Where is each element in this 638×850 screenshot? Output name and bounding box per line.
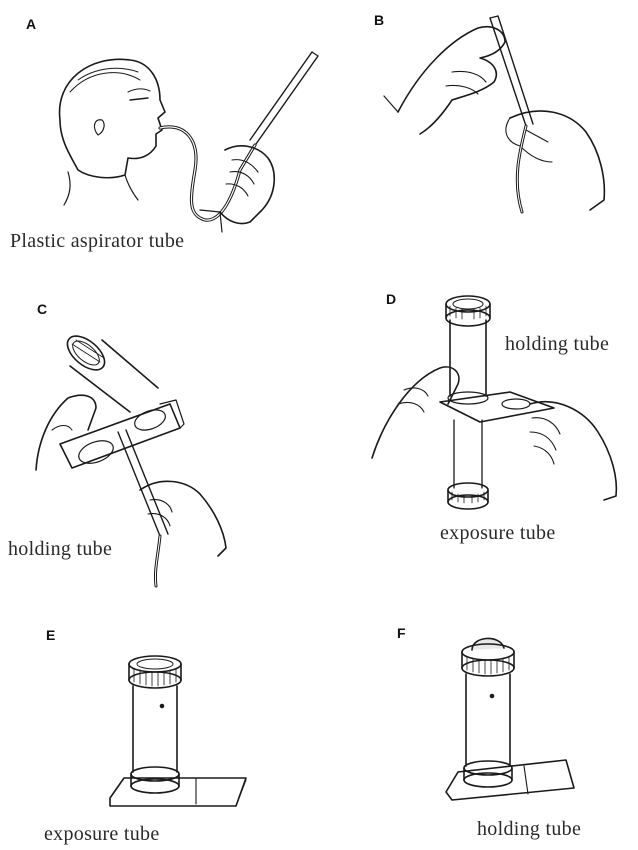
panel-d-caption-exposure: exposure tube: [440, 522, 556, 545]
panel-c-caption: holding tube: [8, 538, 112, 561]
panel-d-drawing: [372, 296, 616, 509]
panel-b-letter: B: [374, 12, 384, 28]
panel-e-letter: E: [46, 627, 55, 643]
panel-e-drawing: [110, 656, 246, 806]
panel-a-letter: A: [26, 16, 36, 32]
panel-a-drawing: [60, 52, 318, 232]
panel-b-drawing: [384, 16, 604, 212]
panel-c-letter: C: [37, 301, 47, 317]
panel-f-caption: holding tube: [477, 818, 581, 841]
panel-a-caption: Plastic aspirator tube: [10, 230, 184, 253]
panel-d-letter: D: [386, 291, 396, 307]
panel-d-caption-holding: holding tube: [505, 333, 609, 356]
panel-e-caption: exposure tube: [44, 823, 160, 846]
panel-f-drawing: [446, 638, 574, 800]
panel-f-letter: F: [397, 625, 406, 641]
